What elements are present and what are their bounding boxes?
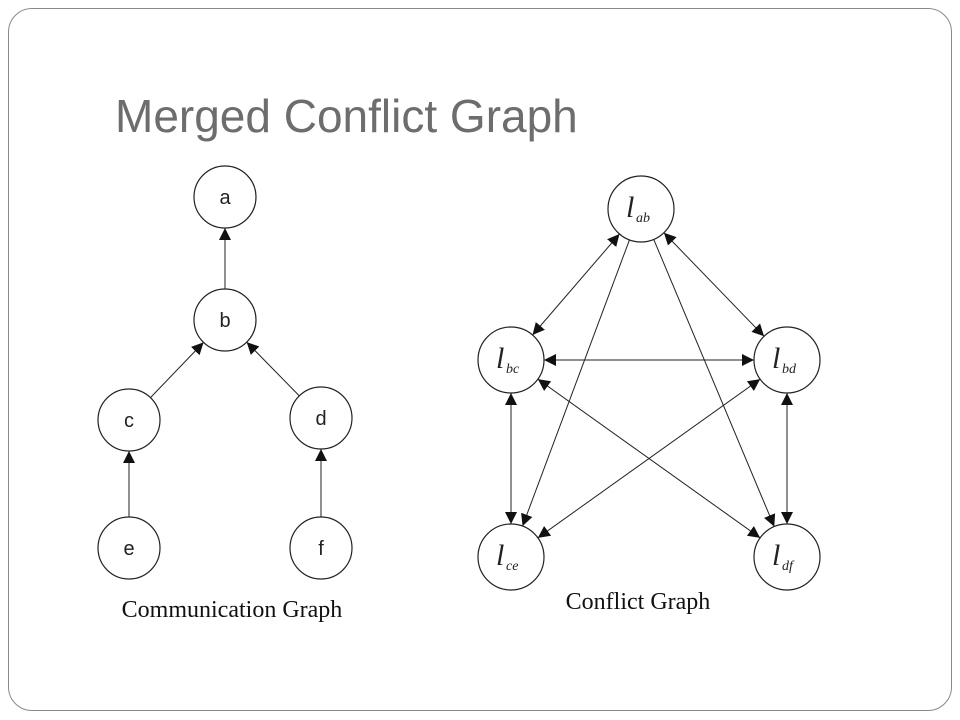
conflict-edge-ab-bc [532, 233, 620, 336]
conflict-edge-ab-ce [521, 239, 630, 527]
comm-node-label-e: e [123, 538, 134, 560]
comm-node-label-c: c [124, 410, 134, 432]
comm-node-c: c [97, 388, 161, 452]
conflict-edge-ab-bd [663, 232, 765, 337]
comm-node-a: a [193, 165, 257, 229]
communication-graph: a b c d e f [97, 165, 353, 580]
comm-edge-d-b [246, 341, 300, 397]
comm-node-label-f: f [318, 538, 324, 560]
conflict-node-main-df: l [772, 539, 780, 572]
conflict-node-main-bd: l [772, 342, 780, 375]
comm-node-label-d: d [315, 408, 326, 430]
communication-graph-caption: Communication Graph [122, 597, 343, 623]
conflict-node-sub-bc: bc [506, 362, 520, 377]
conflict-node-main-bc: l [496, 342, 504, 375]
comm-node-b: b [193, 288, 257, 352]
comm-node-f: f [289, 516, 353, 580]
comm-node-d: d [289, 386, 353, 450]
conflict-graph-caption: Conflict Graph [566, 589, 711, 615]
comm-node-e: e [97, 516, 161, 580]
comm-node-label-a: a [219, 187, 231, 209]
conflict-node-sub-bd: bd [782, 362, 797, 377]
conflict-edge-bd-ce [537, 378, 761, 539]
conflict-edge-ab-df [653, 239, 776, 527]
conflict-node-sub-ce: ce [506, 559, 518, 574]
conflict-node-sub-ab: ab [636, 211, 650, 226]
comm-edge-c-b [150, 342, 204, 398]
conflict-node-main-ce: l [496, 539, 504, 572]
conflict-node-main-ab: l [626, 191, 634, 224]
comm-node-label-b: b [219, 310, 230, 332]
slide-title: Merged Conflict Graph [115, 90, 578, 142]
conflict-node-sub-df: df [782, 559, 795, 574]
